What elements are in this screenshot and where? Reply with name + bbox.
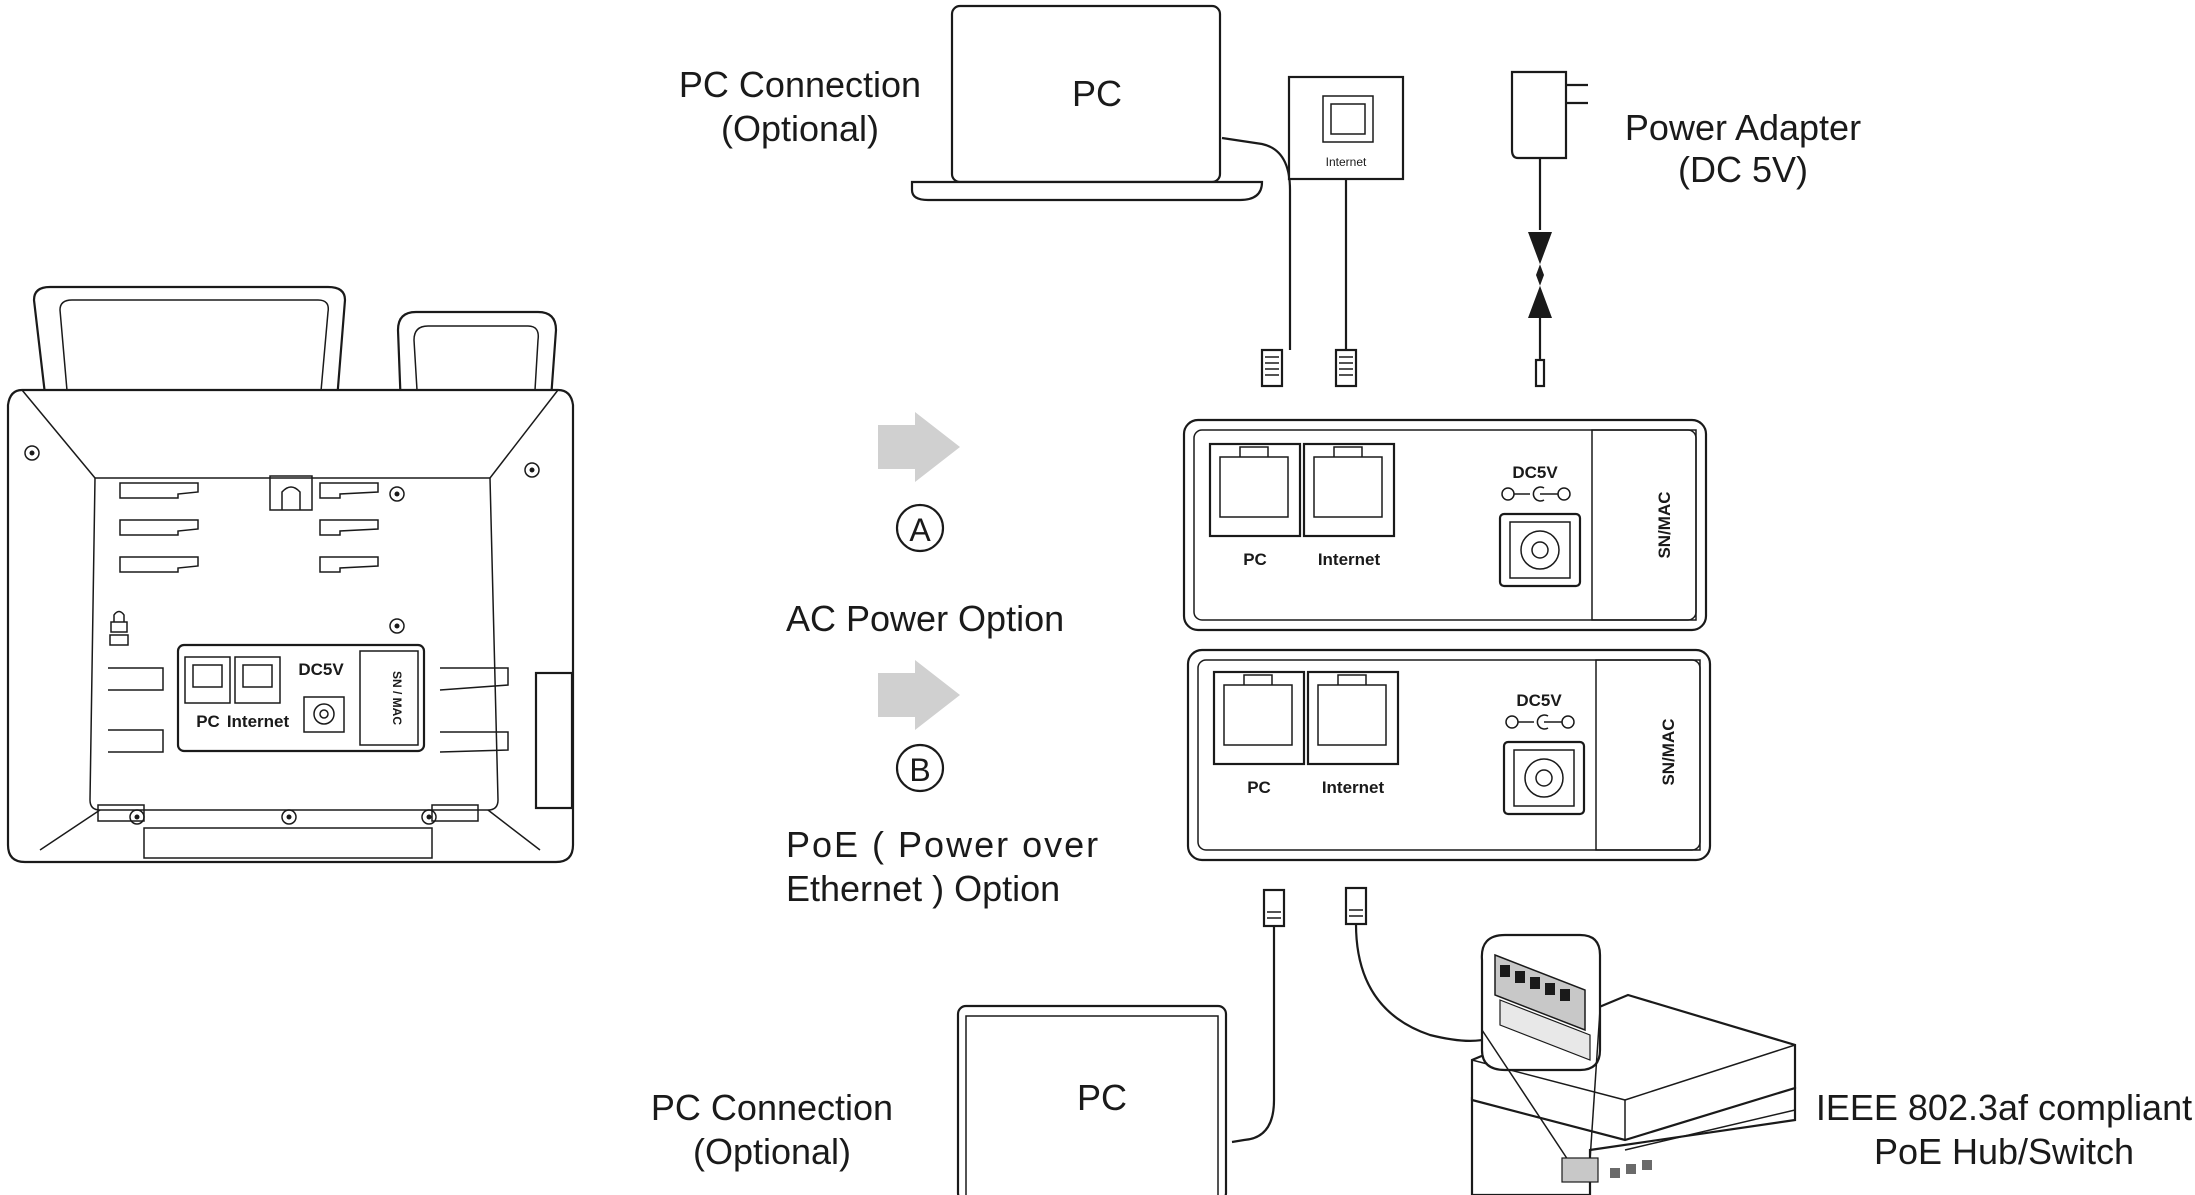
phone-back-view: PC Internet DC5V SN / MAC <box>6 285 575 864</box>
phone-dc-label: DC5V <box>298 660 344 679</box>
panel-a-sn-label: SN/MAC <box>1655 491 1674 558</box>
panel-b-pc-label: PC <box>1247 778 1271 797</box>
power-adapter-line1: Power Adapter <box>1625 107 1861 148</box>
wall-jack-label: Internet <box>1326 155 1367 169</box>
port-panel-b: PC Internet DC5V SN/MAC <box>1186 648 1712 862</box>
option-b-line2: Ethernet ) Option <box>786 868 1060 909</box>
pc-connection-top-line2: (Optional) <box>721 108 879 149</box>
panel-b-dc-label: DC5V <box>1516 691 1562 710</box>
poe-switch <box>1470 933 1797 1195</box>
pc-connection-bottom-line1: PC Connection <box>651 1087 893 1128</box>
panel-a-dc-label: DC5V <box>1512 463 1558 482</box>
pc-connection-bottom-line2: (Optional) <box>693 1131 851 1172</box>
poe-switch-line2: PoE Hub/Switch <box>1874 1131 2134 1172</box>
wall-jack: Internet <box>1287 75 1405 350</box>
power-adapter-line2: (DC 5V) <box>1678 149 1808 190</box>
option-b-marker-circle <box>895 743 945 793</box>
pc-connection-top-line1: PC Connection <box>679 64 921 105</box>
panel-b-sn-label: SN/MAC <box>1659 718 1678 785</box>
pc-top: PC <box>910 4 1292 350</box>
pc-bottom-label: PC <box>1077 1077 1127 1118</box>
cable-to-switch <box>1354 923 1491 1042</box>
panel-a-internet-label: Internet <box>1318 550 1381 569</box>
cable-to-pc-bottom <box>1231 926 1276 1144</box>
phone-port-panel: PC Internet DC5V SN / MAC <box>176 643 426 753</box>
pc-top-label: PC <box>1072 73 1122 114</box>
poe-switch-line1: IEEE 802.3af compliant <box>1816 1087 2192 1128</box>
wall-mount-slots <box>119 475 379 573</box>
panel-a-pc-label: PC <box>1243 550 1267 569</box>
port-panel-a: PC Internet DC5V SN/MAC <box>1182 418 1708 632</box>
phone-pc-port-label: PC <box>196 712 220 731</box>
panel-b-polarity-icon <box>1505 714 1575 730</box>
pc-bottom: PC <box>956 1004 1228 1195</box>
option-b-line1: PoE ( Power over <box>786 824 1100 865</box>
phone-internet-port-label: Internet <box>227 712 290 731</box>
option-a-marker: A <box>909 512 931 548</box>
option-b-arrow-icon <box>878 660 960 730</box>
panel-a-polarity-icon <box>1501 486 1571 502</box>
option-a-marker-circle <box>895 503 945 553</box>
option-a-arrow-icon <box>878 412 960 482</box>
power-adapter <box>1510 70 1588 388</box>
option-a-label: AC Power Option <box>786 598 1064 639</box>
option-b-marker: B <box>909 752 930 788</box>
phone-sn-label: SN / MAC <box>390 671 404 725</box>
phone-screws <box>24 445 540 825</box>
panel-b-internet-label: Internet <box>1322 778 1385 797</box>
rj45-plugs-bottom <box>1262 886 1368 928</box>
rj45-plugs-top <box>1260 348 1358 388</box>
